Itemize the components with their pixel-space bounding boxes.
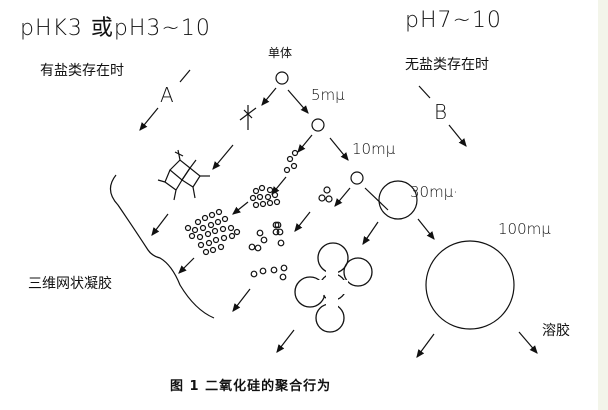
particle-chain bbox=[283, 149, 299, 174]
particle-cluster bbox=[249, 184, 281, 209]
particle-30mu bbox=[378, 180, 418, 220]
left-ph-condition: pHK3 或pH3~10 bbox=[20, 16, 211, 41]
gel-label: 三维网状凝胶 bbox=[28, 276, 112, 292]
path-b-arrow bbox=[448, 124, 467, 147]
page-edge bbox=[598, 0, 608, 410]
oligomer-branch bbox=[239, 105, 257, 130]
arrow bbox=[417, 218, 435, 240]
arrow bbox=[151, 213, 169, 236]
left-salt-condition: 有盐类存在时 bbox=[40, 63, 124, 79]
arrow bbox=[276, 329, 295, 353]
arrow bbox=[287, 89, 309, 114]
arrow bbox=[232, 201, 249, 215]
loose-particle-cluster bbox=[248, 186, 333, 281]
particle-5mu bbox=[311, 118, 325, 132]
arrow bbox=[232, 288, 251, 312]
size-label-30mu: 30mμ· bbox=[410, 183, 459, 201]
dense-particle-cluster bbox=[184, 208, 241, 256]
arrow bbox=[362, 221, 379, 245]
arrow bbox=[178, 257, 195, 274]
arrow bbox=[294, 211, 311, 232]
particle-10mu bbox=[350, 171, 364, 185]
monomer-particle bbox=[275, 71, 289, 85]
arrow bbox=[329, 137, 349, 161]
path-a-line bbox=[179, 69, 191, 83]
gel-network-fragment bbox=[157, 149, 210, 201]
arrow bbox=[212, 144, 234, 170]
arrow bbox=[334, 187, 351, 207]
path-b-label: B bbox=[434, 100, 448, 124]
right-salt-condition: 无盐类存在时 bbox=[405, 57, 489, 73]
arrow bbox=[271, 176, 287, 195]
arrow bbox=[261, 87, 277, 106]
size-label-5mu: 5mμ bbox=[311, 86, 345, 104]
particle-100mu bbox=[425, 240, 515, 330]
path-b-line bbox=[418, 85, 431, 99]
arrow bbox=[518, 331, 538, 354]
figure-caption: 图 1 二氧化硅的聚合行为 bbox=[170, 379, 332, 394]
arrow bbox=[297, 134, 313, 153]
path-a-arrow bbox=[139, 107, 159, 131]
size-label-100mu: 100mμ bbox=[498, 220, 551, 238]
path-a-label: A bbox=[160, 83, 174, 107]
connector bbox=[364, 187, 389, 211]
right-ph-condition: pH7~10 bbox=[405, 8, 502, 33]
size-label-10mu: 10mμ bbox=[352, 140, 396, 158]
gel-bracket bbox=[109, 174, 215, 319]
monomer-label: 单体 bbox=[268, 46, 293, 60]
aggregated-particle-blob bbox=[294, 242, 373, 333]
sol-label: 溶胶 bbox=[542, 323, 570, 339]
arrow bbox=[416, 333, 435, 358]
